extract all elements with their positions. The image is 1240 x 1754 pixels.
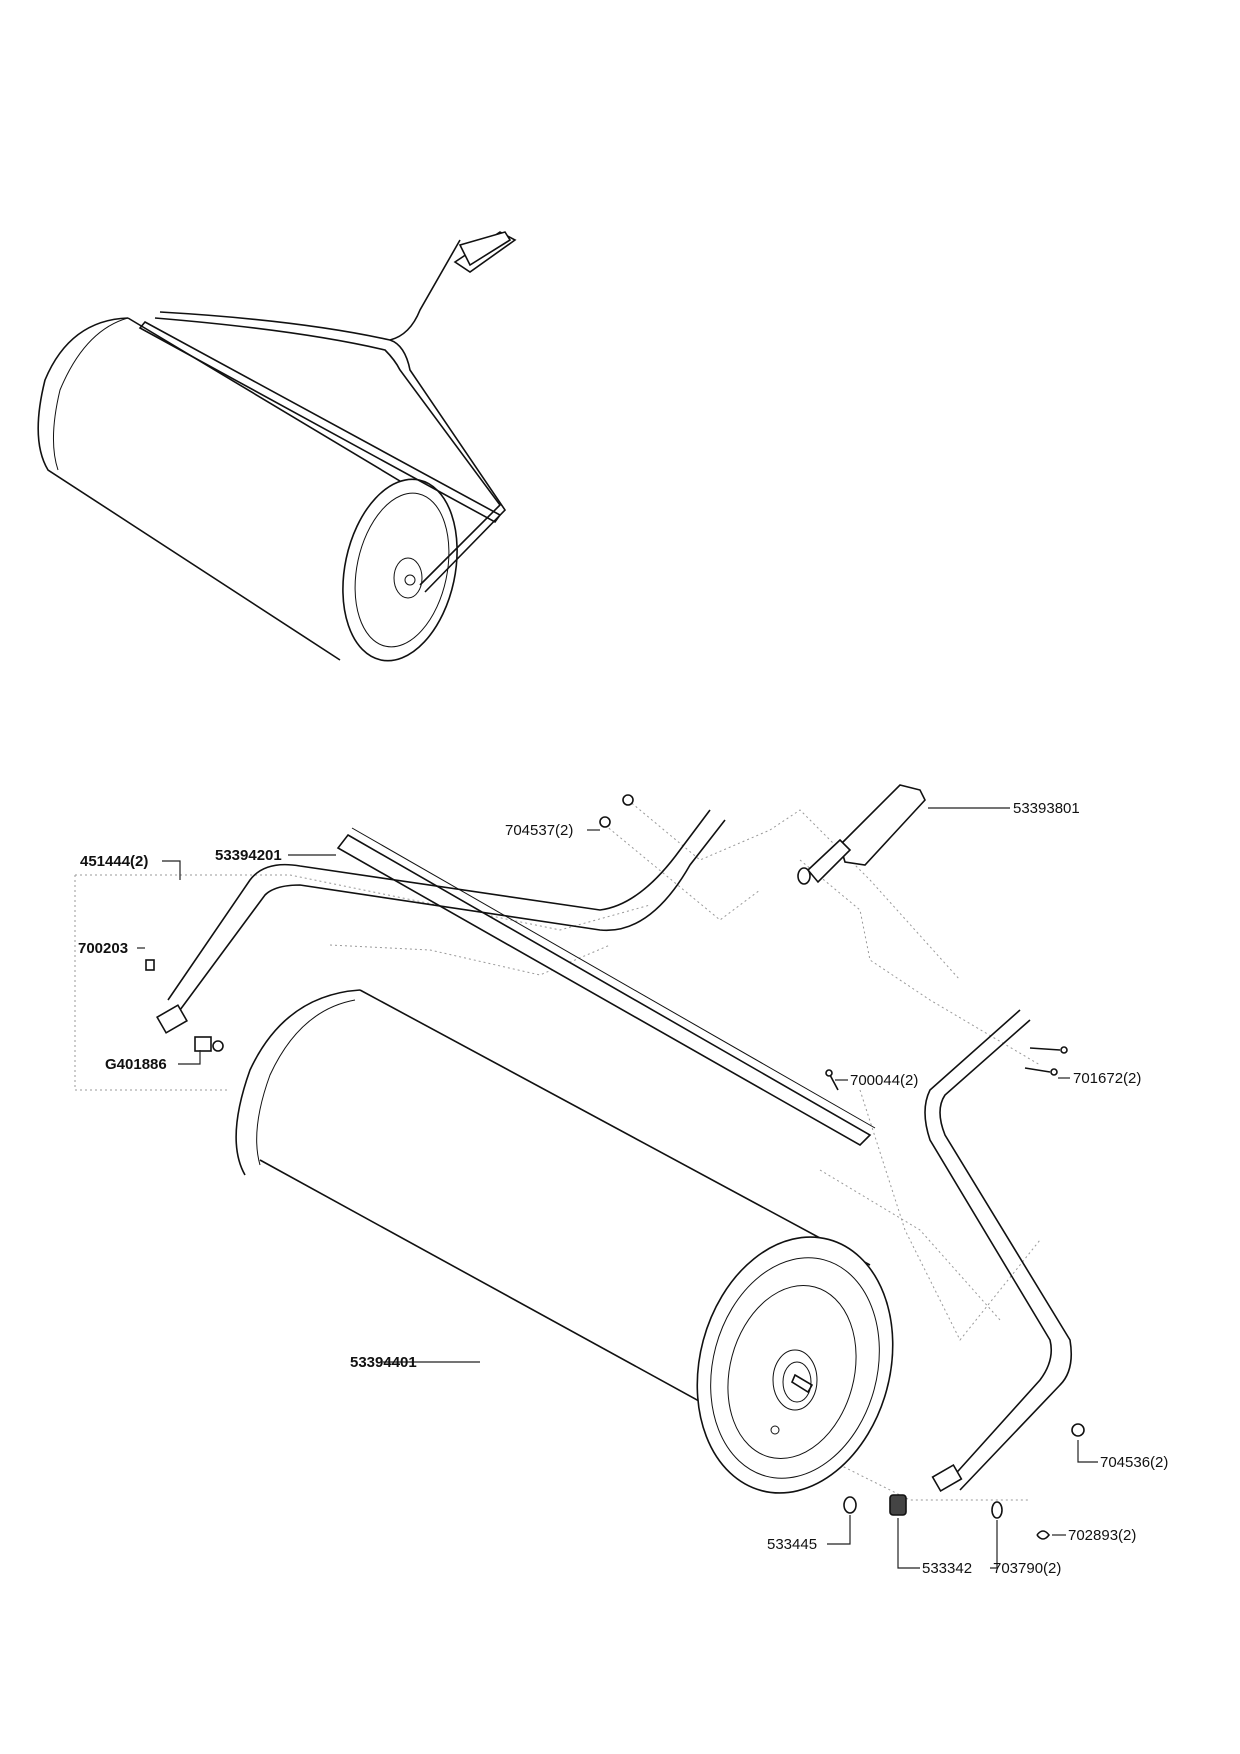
part-label-53394401: 53394401 [350, 1354, 417, 1371]
part-label-701672: 701672(2) [1073, 1070, 1141, 1087]
part-label-G401886: G401886 [105, 1056, 167, 1073]
leader-lines [137, 807, 1098, 1569]
part-label-451444: 451444(2) [80, 853, 148, 870]
part-label-700044: 700044(2) [850, 1072, 918, 1089]
part-label-703790: 703790(2) [993, 1560, 1061, 1577]
part-label-704537: 704537(2) [505, 822, 573, 839]
part-label-53393801: 53393801 [1013, 800, 1080, 817]
part-label-533445: 533445 [767, 1536, 817, 1553]
part-label-704536: 704536(2) [1100, 1454, 1168, 1471]
part-label-702893: 702893(2) [1068, 1527, 1136, 1544]
exploded-roller-illustration [74, 784, 1085, 1540]
part-label-700203: 700203 [78, 940, 128, 957]
assembled-roller-illustration [37, 231, 517, 662]
part-label-53394201: 53394201 [215, 847, 282, 864]
part-label-533342: 533342 [922, 1560, 972, 1577]
